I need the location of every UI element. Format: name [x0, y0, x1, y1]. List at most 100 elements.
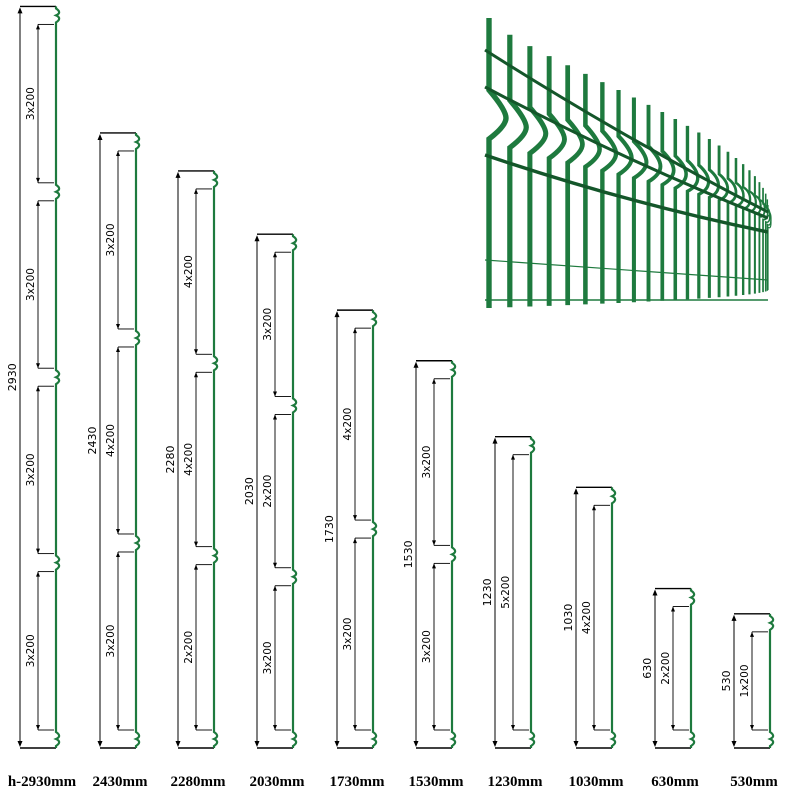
overall-dimension-label: 2430 — [86, 426, 99, 454]
arrow-down-icon — [273, 562, 277, 568]
arrow-up-icon — [413, 361, 419, 368]
fence-post — [767, 205, 772, 290]
arrow-down-icon — [353, 725, 357, 730]
fence-post — [631, 97, 649, 303]
arrow-up-icon — [492, 437, 498, 444]
panel-height-label: 1030mm — [569, 774, 624, 790]
segment-label: 2x200 — [660, 652, 672, 685]
overall-dimension-label: 1730 — [323, 515, 336, 543]
arrow-down-icon — [36, 548, 40, 554]
panel-height-label: 2280mm — [171, 774, 226, 790]
segment-label: 4x200 — [183, 443, 195, 476]
arrow-up-icon — [353, 328, 357, 334]
arrow-down-icon — [36, 725, 40, 730]
arrow-down-icon — [116, 725, 120, 730]
segment-label: 2x200 — [183, 631, 195, 664]
segment-label: 4x200 — [105, 424, 117, 457]
panel-group: 29303x2003x2003x2003x200h-2930mm24303x20… — [6, 5, 778, 790]
wire-profile — [53, 6, 61, 748]
segment-label: 4x200 — [183, 255, 195, 288]
overall-dimension-label: 1530 — [402, 540, 415, 568]
fence-rail — [484, 48, 769, 214]
segment-label: 3x200 — [342, 618, 354, 651]
arrow-up-icon — [36, 386, 40, 392]
arrow-up-icon — [116, 346, 120, 352]
arrow-down-icon — [750, 725, 754, 730]
segment-label: 3x200 — [25, 87, 37, 120]
arrow-down-icon — [353, 515, 357, 521]
arrow-up-icon — [731, 614, 737, 621]
wire-profile — [449, 360, 457, 748]
arrow-down-icon — [194, 349, 198, 355]
segment-label: 5x200 — [500, 576, 512, 609]
arrow-down-icon — [254, 741, 260, 747]
wire-profile — [528, 436, 536, 748]
arrow-down-icon — [573, 741, 579, 747]
arrow-up-icon — [254, 235, 260, 242]
arrow-up-icon — [194, 564, 198, 570]
arrow-down-icon — [592, 725, 596, 730]
arrow-up-icon — [36, 24, 40, 30]
arrow-up-icon — [273, 414, 277, 420]
arrow-down-icon — [432, 540, 436, 546]
arrow-up-icon — [36, 571, 40, 577]
arrow-down-icon — [116, 528, 120, 534]
arrow-up-icon — [353, 538, 357, 544]
overall-dimension-label: 1030 — [562, 604, 575, 632]
arrow-up-icon — [511, 454, 515, 460]
arrow-down-icon — [17, 741, 23, 747]
arrow-up-icon — [273, 252, 277, 258]
panel-height-label: 2030mm — [250, 774, 305, 790]
arrow-down-icon — [97, 741, 103, 747]
segment-label: 3x200 — [262, 641, 274, 674]
fence-rail — [484, 259, 769, 281]
wire-profile — [609, 487, 617, 748]
fence-post — [546, 56, 567, 306]
arrow-up-icon — [116, 551, 120, 557]
wire-profile — [767, 613, 775, 748]
segment-label: 3x200 — [105, 224, 117, 257]
fence-post — [673, 119, 688, 301]
arrow-down-icon — [116, 323, 120, 329]
segment-label: 3x200 — [421, 446, 433, 479]
arrow-up-icon — [194, 372, 198, 378]
arrow-down-icon — [194, 725, 198, 730]
arrow-up-icon — [175, 171, 181, 178]
segment-label: 3x200 — [25, 268, 37, 301]
arrow-down-icon — [432, 725, 436, 730]
fence-post — [507, 34, 529, 308]
arrow-up-icon — [573, 488, 579, 495]
wire-profile — [290, 234, 298, 748]
fence-post — [685, 125, 700, 300]
fence-rail — [484, 85, 769, 220]
overall-dimension-label: 530 — [720, 670, 733, 691]
arrow-down-icon — [652, 741, 658, 747]
arrow-up-icon — [334, 311, 340, 318]
arrow-up-icon — [432, 563, 436, 569]
panel-height-label: 530mm — [730, 774, 778, 790]
wire-profile — [133, 132, 141, 748]
arrow-down-icon — [36, 363, 40, 369]
arrow-up-icon — [36, 200, 40, 206]
arrow-up-icon — [750, 631, 754, 637]
panel-height-label: 2430mm — [93, 774, 148, 790]
arrow-up-icon — [97, 133, 103, 140]
arrow-down-icon — [273, 725, 277, 730]
arrow-down-icon — [511, 725, 515, 730]
arrow-down-icon — [671, 725, 675, 730]
segment-label: 3x200 — [25, 634, 37, 667]
arrow-down-icon — [36, 177, 40, 183]
arrow-up-icon — [432, 378, 436, 384]
fence-post — [660, 112, 676, 301]
